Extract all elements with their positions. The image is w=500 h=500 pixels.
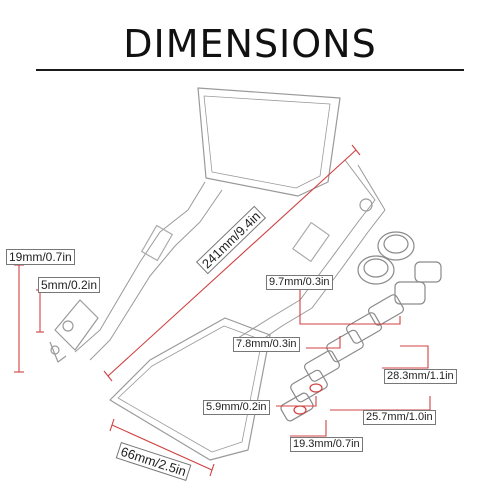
- dimension-label-9-7mm: 9.7mm/0.3in: [266, 275, 333, 290]
- dimension-label-19mm: 19mm/0.7in: [6, 249, 75, 265]
- dimension-label-5-9mm: 5.9mm/0.2in: [203, 400, 270, 415]
- mirror-2-stem: [237, 159, 386, 349]
- bolt-set: [280, 231, 442, 422]
- mirror-1-stem: [74, 181, 223, 361]
- dimension-label-19-3mm: 19.3mm/0.7in: [290, 437, 363, 452]
- mirror-1-base: [54, 299, 99, 351]
- title-underline: [36, 69, 464, 71]
- mirror-1-head: [197, 87, 341, 197]
- dimension-label-28-3mm: 28.3mm/1.1in: [384, 369, 457, 384]
- mirror-2-head: [109, 317, 271, 461]
- dimension-label-5mm: 5mm/0.2in: [38, 277, 101, 293]
- page-title: DIMENSIONS: [123, 22, 377, 66]
- dimension-label-25-7mm: 25.7mm/1.0in: [363, 410, 436, 425]
- dimension-label-7-8mm: 7.8mm/0.3in: [233, 337, 300, 352]
